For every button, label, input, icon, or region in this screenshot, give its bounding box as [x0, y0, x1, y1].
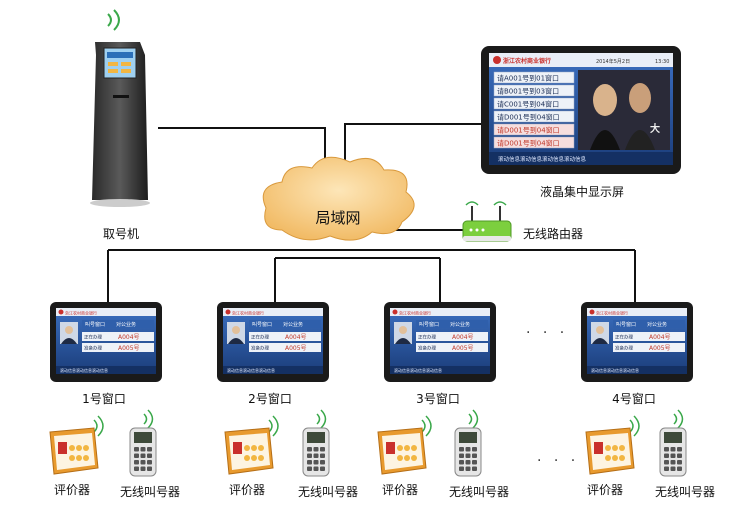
monitor-header-right: 对公业务 — [647, 321, 667, 328]
monitor-row-label: 准备办理 — [251, 345, 269, 352]
evaluator-label-3: 评价器 — [381, 483, 419, 497]
monitor-ticker: 滚动信息滚动信息滚动信息 — [60, 367, 108, 373]
wireless-caller-icon-1 — [129, 409, 157, 477]
evaluator-icon-3 — [377, 415, 432, 475]
monitor-row-value: A004号 — [649, 334, 671, 341]
router-label: 无线路由器 — [523, 227, 584, 241]
wireless-caller-icon-3 — [454, 409, 482, 477]
queue-row: 请B001号到03窗口 — [497, 87, 559, 96]
monitor-row-label: 准备办理 — [418, 345, 436, 352]
kiosk-icon — [90, 9, 150, 207]
lan-cloud — [262, 156, 415, 241]
evaluator-label-4: 评价器 — [586, 483, 624, 497]
window-label-4: 4号窗口 — [612, 392, 656, 406]
evaluator-label-1: 评价器 — [53, 483, 91, 497]
monitor-row-value: A005号 — [452, 345, 474, 352]
monitor-ticker: 滚动信息滚动信息滚动信息 — [227, 367, 275, 373]
queue-row: 请C001号到04窗口 — [497, 100, 559, 109]
monitor-bank: 浙江农村商业银行 — [232, 310, 264, 316]
monitor-header-left: 叫号窗口 — [616, 321, 636, 328]
caller-label-3: 无线叫号器 — [448, 485, 510, 499]
big-screen-bank: 浙江农村商业银行 — [503, 57, 551, 65]
monitor-ellipsis: · · · — [526, 325, 569, 341]
evaluator-icon-2 — [224, 415, 279, 475]
caller-label-1: 无线叫号器 — [119, 485, 181, 499]
router-icon — [462, 201, 512, 242]
queue-row: 请D001号到04窗口 — [497, 126, 560, 135]
window-label-1: 1号窗口 — [82, 392, 126, 406]
device-ellipsis: · · · — [537, 453, 580, 469]
big-screen-ticker: 滚动信息滚动信息滚动信息滚动信息 — [498, 155, 587, 163]
evaluator-label-2: 评价器 — [228, 483, 266, 497]
window-label-3: 3号窗口 — [416, 392, 460, 406]
svg-text:大: 大 — [650, 122, 660, 135]
monitor-header-right: 对公业务 — [283, 321, 303, 328]
monitor-bank: 浙江农村商业银行 — [596, 310, 628, 316]
monitor-row-label: 正在办理 — [251, 334, 269, 341]
monitor-header-right: 对公业务 — [450, 321, 470, 328]
queue-list: 请A001号到01窗口请B001号到03窗口请C001号到04窗口请D001号到… — [493, 71, 575, 149]
caller-label-4: 无线叫号器 — [654, 485, 716, 499]
big-screen-time: 13:30 — [655, 59, 669, 65]
monitor-row-label: 正在办理 — [84, 334, 102, 341]
evaluator-icon-4 — [585, 415, 640, 475]
monitor-row-value: A005号 — [118, 345, 140, 352]
monitor-header-left: 叫号窗口 — [419, 321, 439, 328]
big-screen-label: 液晶集中显示屏 — [539, 185, 625, 199]
wireless-caller-icon-4 — [659, 409, 687, 477]
queue-row: 请D001号到04窗口 — [497, 139, 560, 148]
lan-label: 局域网 — [315, 209, 361, 227]
monitor-bank: 浙江农村商业银行 — [65, 310, 97, 316]
monitor-row-value: A005号 — [649, 345, 671, 352]
monitor-ticker: 滚动信息滚动信息滚动信息 — [394, 367, 442, 373]
queue-row: 请A001号到01窗口 — [497, 74, 559, 83]
queue-row: 请D001号到04窗口 — [497, 113, 560, 122]
window-devices — [49, 409, 687, 477]
evaluator-icon-1 — [49, 415, 104, 475]
monitor-header-right: 对公业务 — [116, 321, 136, 328]
monitor-bank: 浙江农村商业银行 — [399, 310, 431, 316]
big-screen-date: 2014年5月2日 — [596, 58, 630, 65]
monitor-row-label: 准备办理 — [615, 345, 633, 352]
kiosk-label: 取号机 — [102, 227, 140, 241]
monitor-row-label: 正在办理 — [418, 334, 436, 341]
window-label-2: 2号窗口 — [248, 392, 292, 406]
monitor-row-value: A004号 — [285, 334, 307, 341]
wireless-caller-icon-2 — [302, 409, 330, 477]
monitor-row-value: A005号 — [285, 345, 307, 352]
monitor-header-left: 叫号窗口 — [85, 321, 105, 328]
monitor-row-value: A004号 — [452, 334, 474, 341]
monitor-row-value: A004号 — [118, 334, 140, 341]
monitor-header-left: 叫号窗口 — [252, 321, 272, 328]
monitor-ticker: 滚动信息滚动信息滚动信息 — [591, 367, 639, 373]
caller-label-2: 无线叫号器 — [297, 485, 359, 499]
monitor-row-label: 准备办理 — [84, 345, 102, 352]
big-display-screen: 浙江农村商业银行 2014年5月2日 13:30 请A001号到01窗口请B00… — [481, 46, 681, 174]
monitor-row-label: 正在办理 — [615, 334, 633, 341]
